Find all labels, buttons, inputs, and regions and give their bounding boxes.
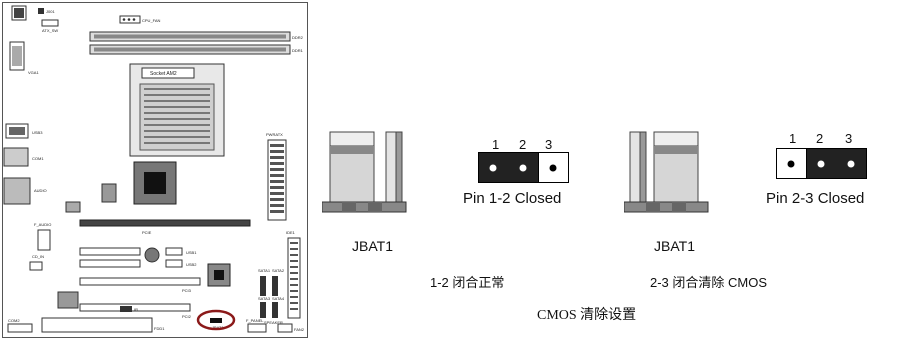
svg-text:J001: J001: [46, 9, 55, 14]
f-audio-header: [37, 229, 51, 251]
usb1-area: [79, 247, 141, 256]
pci3-slot: [79, 277, 201, 286]
left-pin-1-dot: [489, 164, 497, 172]
svg-text:FAN2: FAN2: [294, 327, 305, 332]
svg-text:SATA2: SATA2: [272, 268, 285, 273]
jbat1-highlight-ellipse: [196, 309, 236, 331]
right-pin-2-dot: [817, 160, 825, 168]
jumper-3d-right: [623, 128, 716, 214]
motherboard-svg: J001 ATX_SW CPU_FAN DDR2 DDR1 VGA1 Socke…: [2, 2, 308, 338]
motherboard-diagram: J001 ATX_SW CPU_FAN DDR2 DDR1 VGA1 Socke…: [2, 2, 308, 338]
com2-header: [7, 323, 33, 333]
svg-text:SATA1: SATA1: [258, 268, 271, 273]
svg-text:PCI3: PCI3: [182, 288, 192, 293]
svg-text:IR: IR: [134, 307, 138, 312]
jbat1-small: [210, 318, 222, 323]
pcie-slot: [79, 219, 251, 227]
left-jbat-label: JBAT1: [352, 238, 393, 254]
svg-text:USB1: USB1: [186, 250, 197, 255]
right-pin-2-label: 2: [816, 131, 824, 146]
audio-port: [3, 177, 31, 205]
pci2-slot: [79, 303, 191, 312]
sata2-port: [272, 276, 278, 296]
right-caption: Pin 2-3 Closed: [766, 190, 865, 207]
svg-text:CPU_FAN: CPU_FAN: [142, 18, 161, 23]
svg-text:PCIE: PCIE: [142, 230, 152, 235]
svg-text:DDR2: DDR2: [292, 35, 304, 40]
svg-text:USB3: USB3: [32, 130, 43, 135]
right-pin-1-label: 1: [789, 131, 797, 146]
sata3-port: [260, 302, 266, 318]
svg-text:CD_IN: CD_IN: [32, 254, 44, 259]
svg-text:F_AUDIO: F_AUDIO: [34, 222, 51, 227]
right-pin-1-dot: [787, 160, 795, 168]
left-caption: Pin 1-2 Closed: [463, 190, 562, 207]
left-pin-1-label: 1: [492, 137, 500, 152]
svg-text:ATX_SW: ATX_SW: [42, 28, 58, 33]
svg-text:PWRATX: PWRATX: [266, 132, 283, 137]
right-pin-3-label: 3: [845, 131, 853, 146]
left-pin-2-label: 2: [519, 137, 527, 152]
right-jbat-label: JBAT1: [654, 238, 695, 254]
svg-text:USB2: USB2: [186, 262, 197, 267]
right-desc: 2-3 闭合清除 CMOS: [650, 275, 768, 290]
svg-text:SATA3: SATA3: [258, 296, 271, 301]
cd-in-header: [29, 261, 43, 271]
atx-sw-header: [41, 19, 59, 27]
jumper-3d-left: [321, 128, 414, 214]
left-pin-header: [478, 152, 570, 183]
svg-text:PCI2: PCI2: [182, 314, 192, 319]
svg-text:F_PANEL: F_PANEL: [246, 318, 264, 323]
fdd1-connector: [41, 317, 153, 333]
svg-text:COM2: COM2: [8, 318, 20, 323]
cmos-clear-title: CMOS 清除设置: [537, 308, 637, 323]
svg-text:DDR1: DDR1: [292, 48, 304, 53]
left-pin-2-dot: [519, 164, 527, 172]
svg-text:JBAT1: JBAT1: [212, 325, 224, 330]
j001-header: [38, 8, 44, 14]
svg-text:SPEAKER: SPEAKER: [264, 320, 283, 325]
sata1-port: [260, 276, 266, 296]
svg-text:Socket AM2: Socket AM2: [150, 71, 177, 77]
svg-text:FDD1: FDD1: [154, 326, 165, 331]
f-panel-header: [247, 323, 267, 333]
com1-port: [3, 147, 29, 167]
left-pin-3-label: 3: [545, 137, 553, 152]
fan2-header: [277, 323, 293, 333]
right-pin-3-dot: [847, 160, 855, 168]
right-pin-header: [776, 148, 868, 179]
left-pin-3-dot: [549, 164, 557, 172]
sata4-port: [272, 302, 278, 318]
svg-text:COM1: COM1: [32, 156, 44, 161]
svg-text:SATA4: SATA4: [272, 296, 285, 301]
svg-text:VGA1: VGA1: [28, 70, 39, 75]
svg-text:IDE1: IDE1: [286, 230, 296, 235]
left-desc: 1-2 闭合正常: [430, 275, 505, 290]
svg-text:AUDIO: AUDIO: [34, 188, 47, 193]
